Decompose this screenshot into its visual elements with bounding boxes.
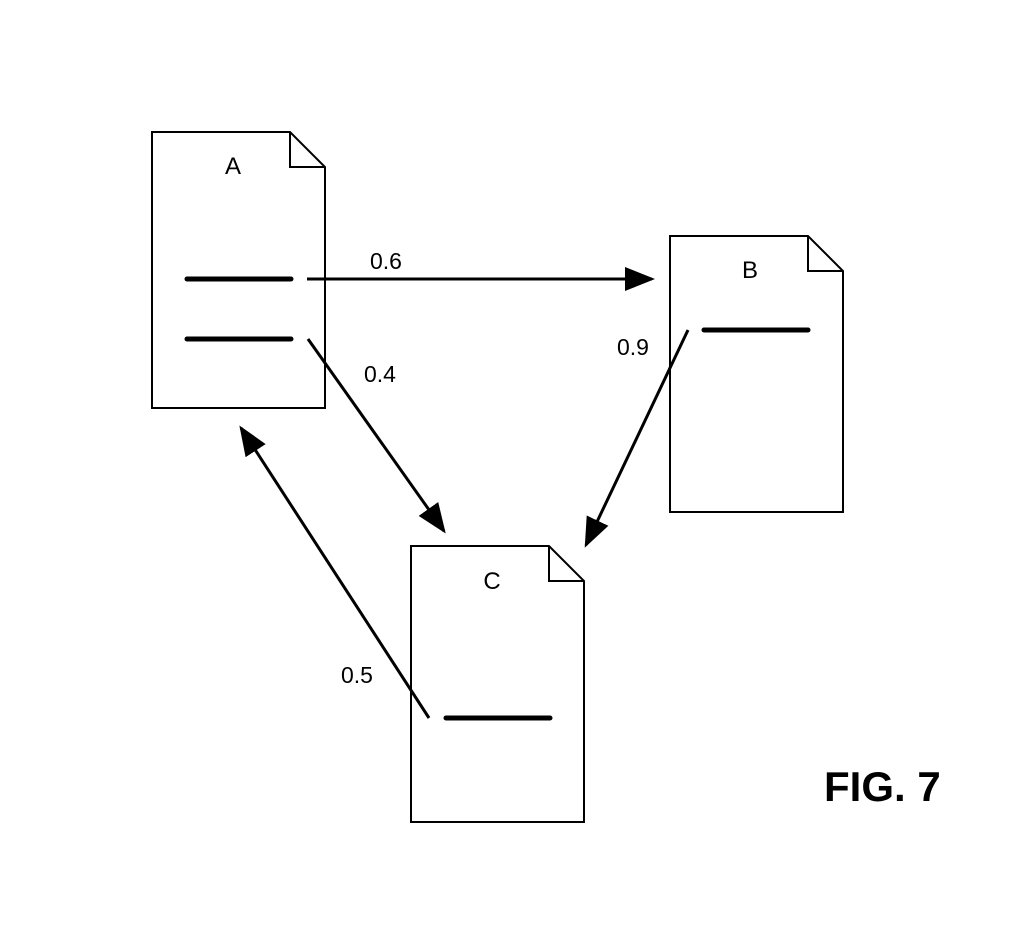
document-b-page bbox=[669, 235, 844, 513]
document-c-label: C bbox=[483, 568, 500, 595]
edge-c-to-a-weight: 0.5 bbox=[341, 662, 373, 688]
edge-b-to-c-weight: 0.9 bbox=[617, 334, 649, 360]
document-b-fold bbox=[807, 236, 843, 272]
document-c: C bbox=[410, 545, 585, 823]
document-c-fold bbox=[548, 546, 584, 582]
edge-a-to-c-weight: 0.4 bbox=[364, 361, 396, 387]
edge-b-to-c-arrow bbox=[584, 329, 690, 548]
document-a-label: A bbox=[225, 153, 241, 180]
document-b-label: B bbox=[742, 257, 758, 284]
edge-c-to-a-arrow bbox=[239, 425, 431, 719]
edge-a-to-c-arrow bbox=[306, 338, 446, 534]
document-a-fold bbox=[289, 132, 325, 168]
document-b: B bbox=[669, 235, 844, 513]
edge-a-to-b-weight: 0.6 bbox=[370, 248, 402, 274]
document-a: A bbox=[151, 131, 326, 409]
figure-caption: FIG. 7 bbox=[824, 763, 941, 810]
document-c-page bbox=[410, 545, 585, 823]
